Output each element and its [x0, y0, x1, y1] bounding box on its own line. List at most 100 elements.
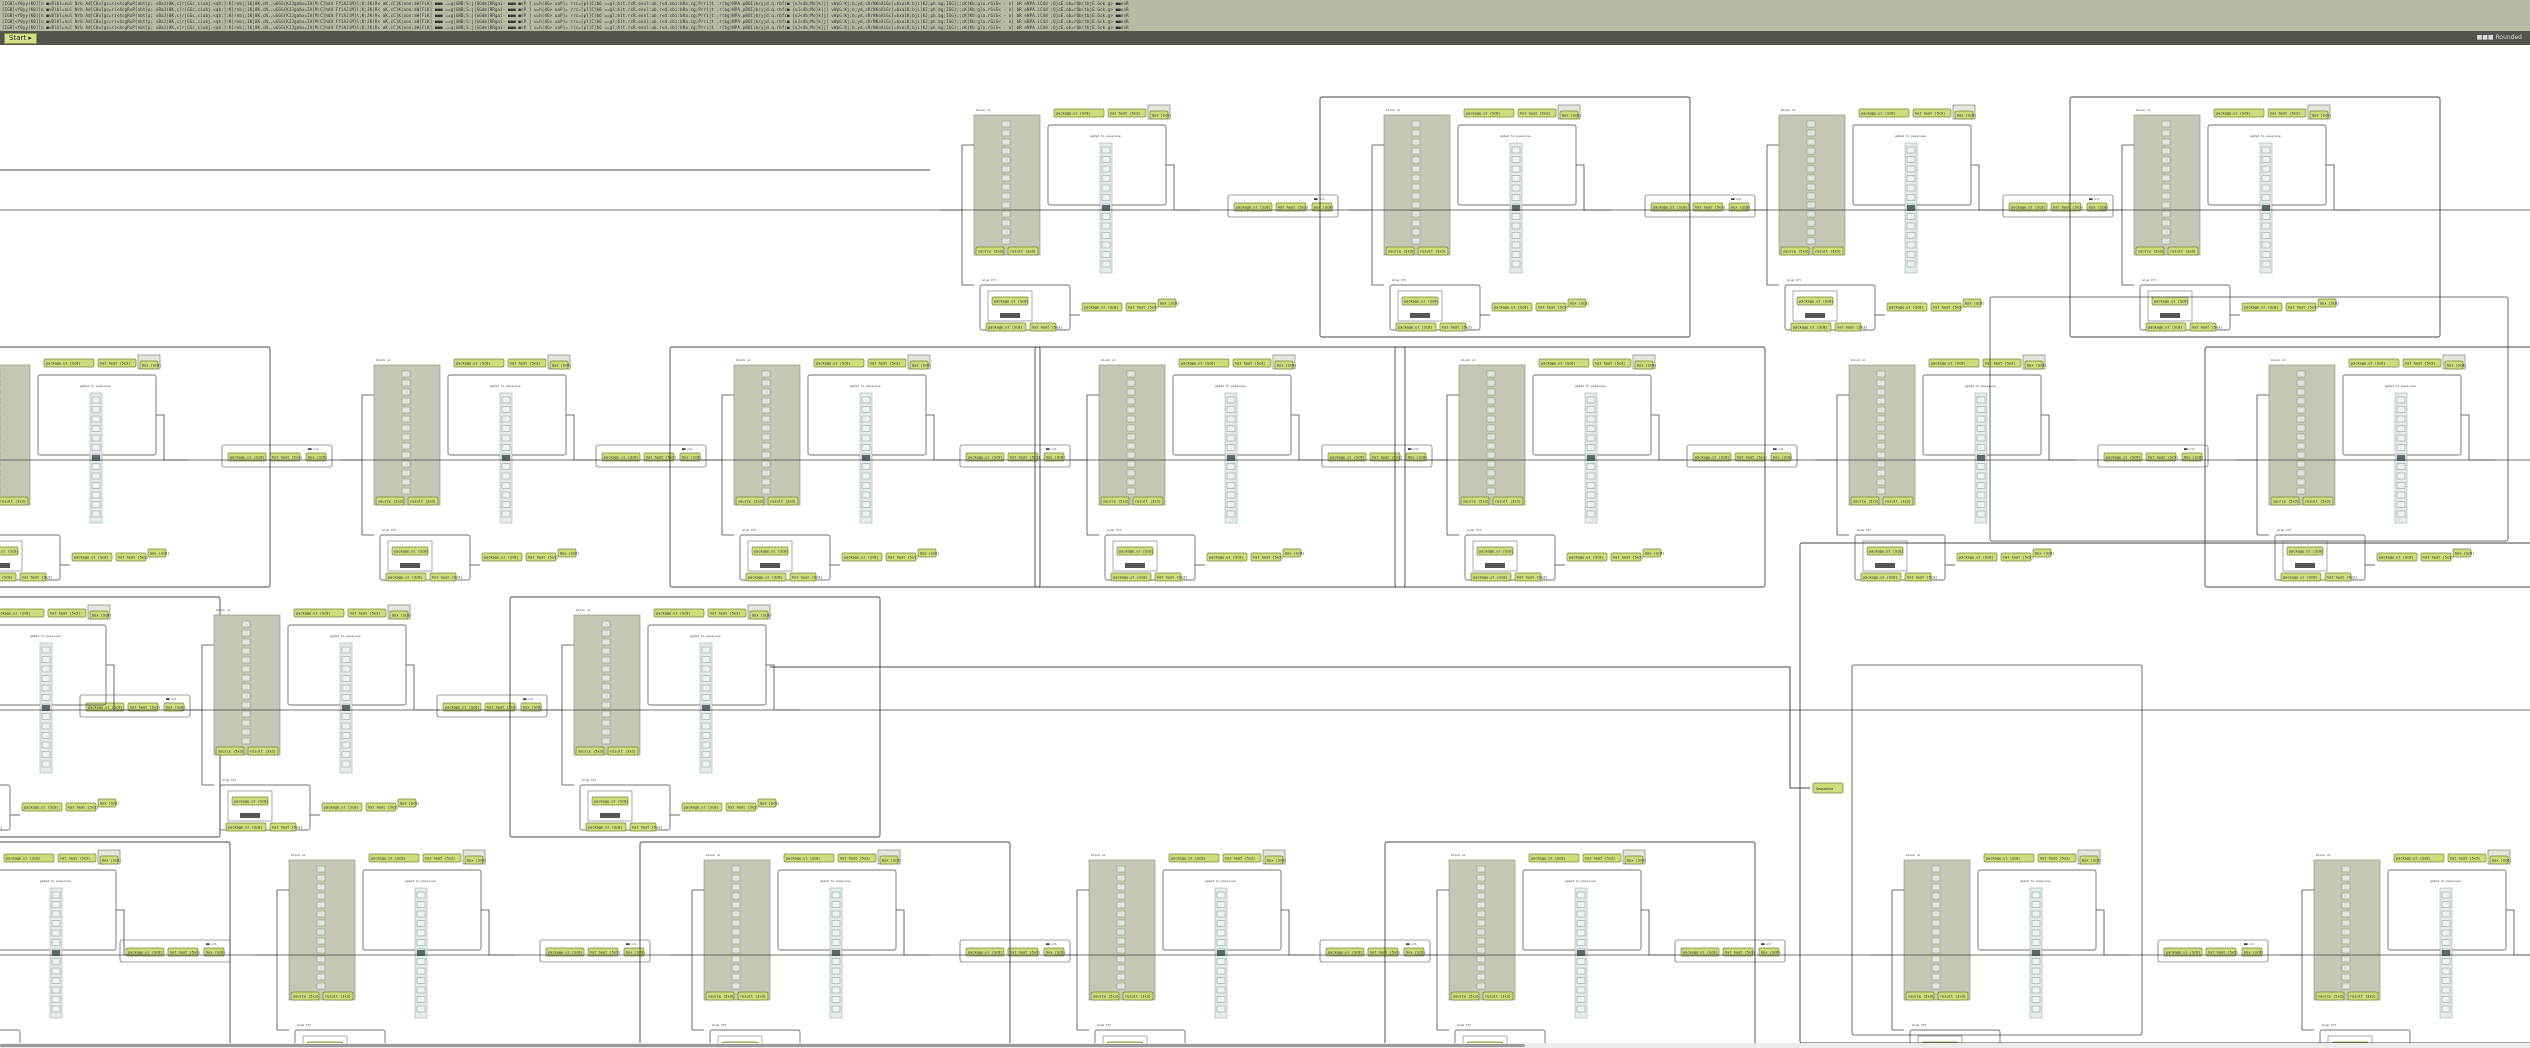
panel-input-node[interactable]: source (5x3)	[1460, 496, 1490, 506]
flow-node[interactable]: package.ul (Sc8)	[1081, 302, 1123, 312]
flow-node[interactable]: hat heat (5x3)	[1722, 947, 1755, 957]
flow-node[interactable]: package.ul (Sc8)	[991, 296, 1029, 306]
flow-node[interactable]: box (Sc8)	[1043, 947, 1065, 957]
panel-input-node[interactable]: source (5x3)	[2270, 496, 2300, 506]
flow-node[interactable]: package.ul (Sc8)	[2280, 572, 2322, 582]
flow-node[interactable]: package.ul (Sc8)	[2163, 947, 2203, 957]
flow-node[interactable]: package.ul (Sc8)	[1116, 546, 1154, 556]
flow-node[interactable]: box (Sc8)	[1728, 202, 1750, 212]
flow-node[interactable]: package.ul (Sc8)	[1470, 572, 1512, 582]
flow-node[interactable]: package.ul (Sc8)	[1327, 452, 1367, 462]
panel-input-node[interactable]: source (5x3)	[975, 246, 1005, 256]
flow-node[interactable]: package.ul (Sc8)	[841, 552, 883, 562]
flow-node[interactable]: hat heat (5x3)	[629, 822, 662, 832]
flow-node[interactable]: box (Sc8)	[1559, 110, 1581, 120]
flow-node[interactable]: package.ul (Sc8)	[125, 947, 165, 957]
flow-node[interactable]: package.ul (Sc8)	[1886, 302, 1928, 312]
flow-node[interactable]: hat heat (5x3)	[1029, 322, 1062, 332]
flow-node[interactable]: package.ul (Sc8)	[227, 452, 267, 462]
panel-output-node[interactable]: result (3x3)	[607, 746, 639, 756]
flow-node[interactable]: hat heat (5x3)	[1439, 322, 1472, 332]
flow-node[interactable]: package.ul (Sc8)	[71, 552, 113, 562]
flow-node[interactable]: package.ul (Sc8)	[231, 796, 269, 806]
flow-node[interactable]: hat heat (5x3)	[115, 552, 148, 562]
flow-node[interactable]: package.ul (Sc8)	[442, 702, 482, 712]
flow-node[interactable]: hat heat (5x3)	[1222, 853, 1262, 863]
flow-node[interactable]: package.ul (Sc8)	[1538, 358, 1590, 368]
flow-node[interactable]: hat heat (5x3)	[1007, 452, 1040, 462]
flow-node[interactable]: hat heat (5x3)	[484, 702, 517, 712]
flow-node[interactable]: hat heat (5x3)	[587, 947, 620, 957]
flow-node[interactable]: hat heat (5x3)	[2145, 452, 2178, 462]
flow-node[interactable]: package.ul (Sc8)	[1528, 853, 1580, 863]
panel-output-node[interactable]: result (3x3)	[2302, 496, 2334, 506]
flow-node[interactable]: package.ul (Sc8)	[1680, 947, 1720, 957]
flow-node[interactable]: hat heat (5x3)	[57, 853, 97, 863]
flow-node[interactable]: hat heat (5x3)	[643, 452, 676, 462]
flow-node[interactable]: box (Sc8)	[1149, 110, 1171, 120]
flow-node[interactable]: hat heat (5x3)	[789, 572, 822, 582]
flow-node[interactable]: box (Sc8)	[1405, 452, 1427, 462]
flow-node[interactable]: box (Sc8)	[2309, 110, 2331, 120]
flow-node[interactable]: hat heat (5x3)	[507, 358, 547, 368]
flow-node[interactable]: box (Sc8)	[2444, 360, 2466, 370]
flow-node[interactable]: box (Sc8)	[1642, 548, 1664, 558]
flow-node[interactable]: hat heat (5x3)	[1007, 947, 1040, 957]
panel-input-node[interactable]: source (5x3)	[215, 746, 245, 756]
flow-node[interactable]: hat heat (5x3)	[1514, 572, 1547, 582]
scrollbar-thumb[interactable]	[0, 1044, 1525, 1047]
flow-node[interactable]: hat heat (5x3)	[65, 802, 98, 812]
flow-node[interactable]: hat heat (5x3)	[47, 608, 87, 618]
flow-node[interactable]: hat heat (5x3)	[2285, 302, 2318, 312]
flow-node[interactable]: box (Sc8)	[305, 452, 327, 462]
flow-node[interactable]: hat heat (5x3)	[2189, 322, 2222, 332]
flow-node[interactable]: hat heat (5x3)	[1930, 302, 1963, 312]
flow-node[interactable]: package.ul (Sc8)	[1233, 202, 1273, 212]
flow-node[interactable]: package.ul (Sc8)	[653, 608, 705, 618]
flow-node[interactable]: box (Sc8)	[2079, 855, 2101, 865]
flow-node[interactable]: package.ul (Sc8)	[1325, 947, 1365, 957]
flow-node[interactable]: package.ul (Sc8)	[1110, 572, 1152, 582]
flow-node[interactable]: box (Sc8)	[623, 947, 645, 957]
flow-node[interactable]: hat heat (5x3)	[1232, 358, 1272, 368]
panel-input-node[interactable]: source (5x3)	[290, 991, 320, 1001]
flow-node[interactable]: hat heat (5x3)	[1912, 108, 1952, 118]
panel-output-node[interactable]: result (3x3)	[2347, 991, 2379, 1001]
flow-node[interactable]: package.ul (Sc8)	[21, 802, 63, 812]
horizontal-scrollbar[interactable]	[0, 1043, 2530, 1048]
flow-node[interactable]: package.ul (Sc8)	[1866, 546, 1904, 556]
flow-node[interactable]: box (Sc8)	[1043, 452, 1065, 462]
flow-node[interactable]: package.ul (Sc8)	[1206, 552, 1248, 562]
flow-node[interactable]: package.ul (Sc8)	[1463, 108, 1515, 118]
panel-input-node[interactable]: source (5x3)	[2135, 246, 2165, 256]
flow-node[interactable]: box (Sc8)	[1770, 452, 1792, 462]
flow-node[interactable]: box (Sc8)	[557, 548, 579, 558]
flow-node[interactable]: box (Sc8)	[1634, 360, 1656, 370]
flow-node[interactable]: package.ul (Sc8)	[1401, 296, 1439, 306]
flow-node[interactable]: package.ul (Sc8)	[1566, 552, 1608, 562]
panel-output-node[interactable]: result (3x3)	[1882, 496, 1914, 506]
panel-output-node[interactable]: result (3x3)	[247, 746, 279, 756]
flow-node[interactable]: package.ul (Sc8)	[368, 853, 420, 863]
flow-node[interactable]: package.ul (Sc8)	[2241, 302, 2283, 312]
panel-output-node[interactable]: result (3x3)	[2167, 246, 2199, 256]
panel-output-node[interactable]: result (3x3)	[1812, 246, 1844, 256]
flow-node[interactable]: package.ul (Sc8)	[545, 947, 585, 957]
flow-node[interactable]: hat heat (5x3)	[1107, 108, 1147, 118]
flow-node[interactable]: hat heat (5x3)	[2402, 358, 2442, 368]
flow-node[interactable]: package.ul (Sc8)	[601, 452, 641, 462]
flow-node[interactable]: box (Sc8)	[1274, 360, 1296, 370]
flow-node[interactable]: package.ul (Sc8)	[1466, 1041, 1504, 1043]
panel-input-node[interactable]: source (5x3)	[1385, 246, 1415, 256]
flow-node[interactable]: box (Sc8)	[2086, 202, 2108, 212]
flow-node[interactable]: package.ul (Sc8)	[1168, 853, 1220, 863]
flow-node[interactable]: box (Sc8)	[203, 947, 225, 957]
panel-input-node[interactable]: source (5x3)	[575, 746, 605, 756]
flow-node[interactable]: hat heat (5x3)	[2000, 552, 2033, 562]
flow-node[interactable]: box (Sc8)	[1264, 855, 1286, 865]
flow-node[interactable]: hat heat (5x3)	[1904, 572, 1937, 582]
flow-node[interactable]: hat heat (5x3)	[1582, 853, 1622, 863]
flow-node[interactable]: hat heat (5x3)	[429, 572, 462, 582]
flow-node[interactable]: box (Sc8)	[1282, 548, 1304, 558]
flow-node[interactable]: package.ul (Sc8)	[1928, 358, 1980, 368]
